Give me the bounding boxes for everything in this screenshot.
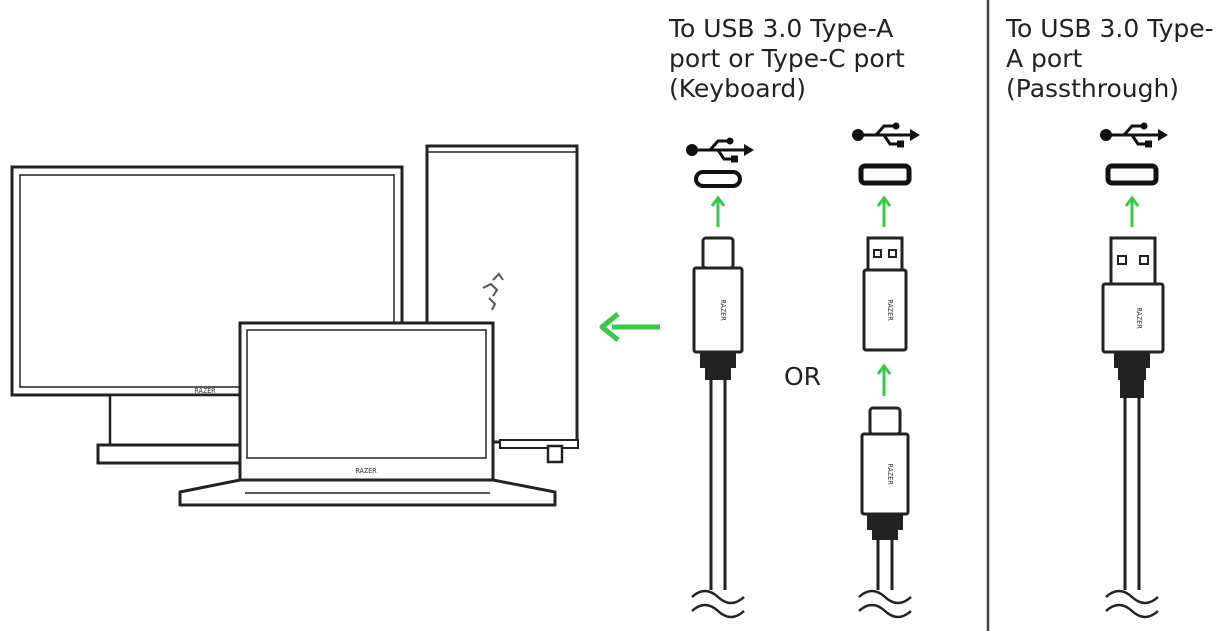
keyboard-label-line-3: (Keyboard)	[669, 74, 807, 103]
usb-a-port-icon	[1105, 163, 1159, 186]
cable-brand-text: RAZER	[886, 463, 894, 485]
razer-snake-logo	[482, 272, 504, 311]
cable-brand-text: RAZER	[1135, 307, 1143, 329]
keyboard-label-line-2: port or Type-C port	[669, 44, 905, 73]
passthrough-label-line-1: To USB 3.0 Type-	[1006, 14, 1214, 43]
arrow-to-computer-icon	[599, 312, 660, 342]
keyboard-label-line-1: To USB 3.0 Type-A	[669, 14, 894, 43]
laptop-brand-text: RAZER	[355, 467, 377, 475]
usb-a-port-icon	[858, 163, 912, 186]
up-arrow-icon	[876, 363, 892, 396]
usb-c-cable: RAZER	[858, 406, 912, 619]
usb-a-passthrough-cable: RAZER	[1101, 236, 1165, 619]
usb-icon	[1098, 121, 1170, 149]
usb-icon	[684, 136, 756, 164]
up-arrow-icon	[1124, 195, 1140, 227]
passthrough-port-label: To USB 3.0 Type- A port (Passthrough)	[1006, 14, 1214, 104]
keyboard-port-label: To USB 3.0 Type-A port or Type-C port (K…	[669, 14, 905, 104]
cable-brand-text: RAZER	[719, 299, 727, 321]
or-label: OR	[784, 362, 822, 391]
laptop: RAZER	[178, 321, 557, 507]
passthrough-label-line-2: A port	[1006, 44, 1083, 73]
adapter-brand-text: RAZER	[886, 299, 894, 321]
up-arrow-icon	[876, 195, 892, 227]
passthrough-label-line-3: (Passthrough)	[1006, 74, 1180, 103]
usb-c-port-icon	[694, 170, 742, 188]
usb-icon	[850, 121, 922, 149]
monitor-brand-text: RAZER	[194, 387, 216, 395]
usb-c-cable: RAZER	[691, 236, 745, 619]
usb-a-to-c-adapter: RAZER	[862, 236, 908, 352]
up-arrow-icon	[710, 195, 726, 227]
